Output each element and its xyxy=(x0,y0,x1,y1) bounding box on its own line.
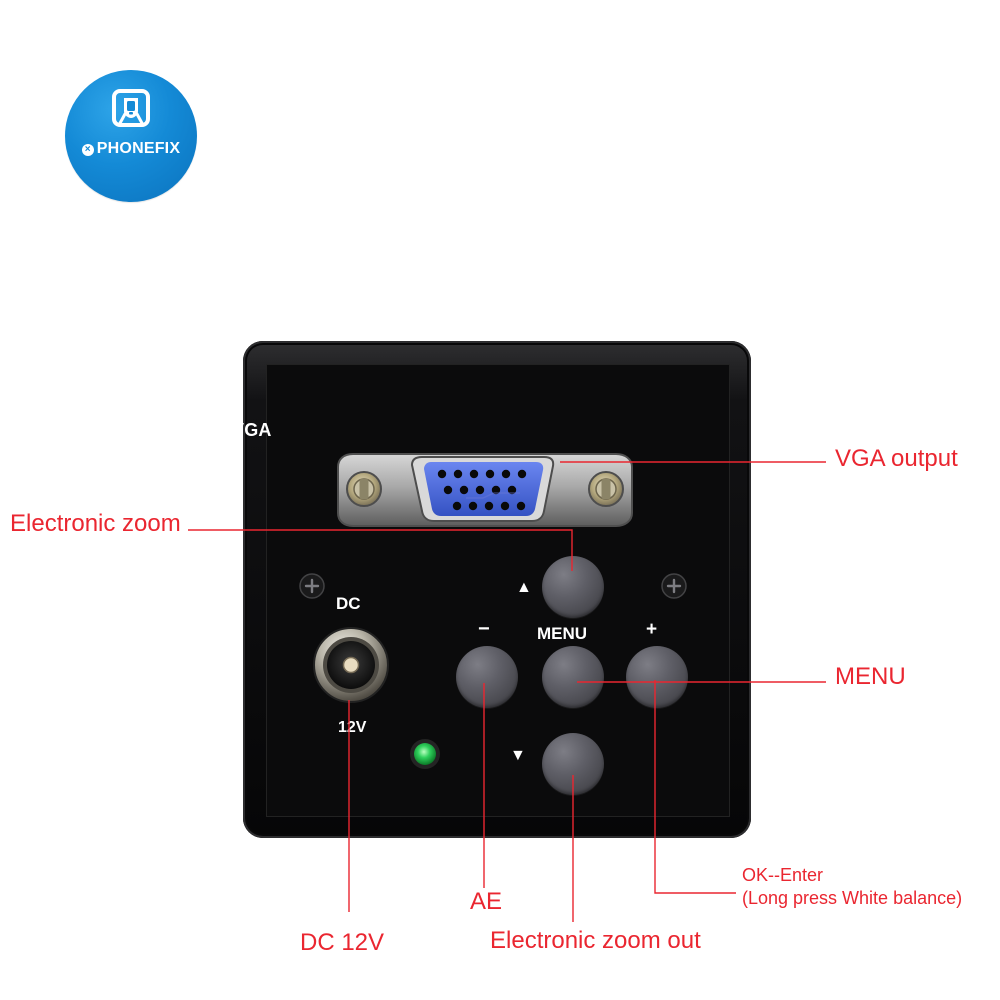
minus-button-label: − xyxy=(478,618,490,640)
camera-face-plate xyxy=(266,364,730,817)
menu-button[interactable] xyxy=(542,646,604,708)
plus-button-label: + xyxy=(646,619,658,640)
brand-badge: ×PHONEFIX xyxy=(65,70,197,202)
callout-ae: AE xyxy=(470,888,503,915)
callout-ok-enter-line1: OK--Enter xyxy=(742,865,824,885)
vga-left-thumbscrew-icon xyxy=(346,471,382,507)
up-arrow-label: ▲ xyxy=(516,579,532,596)
callout-vga-output: VGA output xyxy=(835,445,958,472)
callout-electronic-zoom: Electronic zoom xyxy=(10,510,181,537)
dc-power-jack-icon xyxy=(313,627,389,703)
plus-button[interactable] xyxy=(626,646,688,708)
vga-right-thumbscrew-icon xyxy=(588,471,624,507)
callout-ok-enter-line2: (Long press White balance) xyxy=(742,888,963,908)
menu-button-label: MENU xyxy=(537,624,588,643)
right-panel-screw-icon xyxy=(661,573,687,599)
status-led-icon xyxy=(410,739,440,769)
vga-connector xyxy=(337,453,633,527)
brand-wordmark: ×PHONEFIX xyxy=(65,140,197,158)
phone-tool-logo-icon xyxy=(112,89,150,127)
callout-menu: MENU xyxy=(835,663,906,690)
minus-button[interactable] xyxy=(456,646,518,708)
callout-electronic-zoom-out: Electronic zoom out xyxy=(490,927,701,954)
up-button[interactable] xyxy=(542,556,604,618)
dc-voltage-label: 12V xyxy=(338,719,367,736)
down-button[interactable] xyxy=(542,733,604,795)
left-panel-screw-icon xyxy=(299,573,325,599)
down-arrow-label: ▼ xyxy=(510,747,526,764)
brand-name: PHONEFIX xyxy=(96,140,181,157)
vga-port-label: VGA xyxy=(232,420,272,440)
dc-port-label: DC xyxy=(336,594,361,613)
callout-dc-12v: DC 12V xyxy=(300,929,385,956)
brand-x-icon: × xyxy=(81,144,94,156)
